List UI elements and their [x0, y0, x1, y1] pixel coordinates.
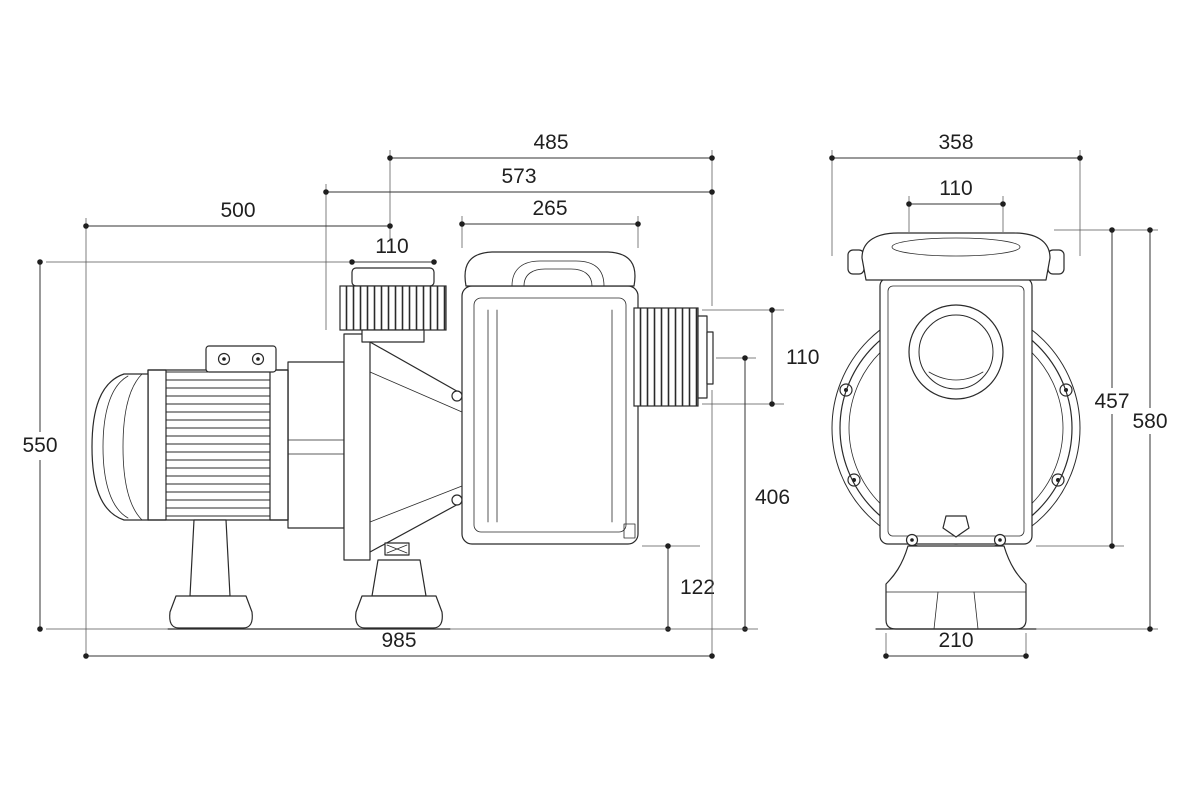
dim-110-outlet: 110: [702, 307, 819, 407]
dim-label-457: 457: [1094, 390, 1129, 413]
dim-label-580: 580: [1132, 410, 1167, 433]
dim-457: 457: [1036, 227, 1158, 549]
dim-label-210: 210: [938, 629, 973, 652]
discharge-union: [633, 307, 714, 407]
dim-265: 265: [459, 197, 641, 248]
dim-label-110-outlet: 110: [786, 346, 819, 369]
diffuser-cone: [369, 341, 463, 553]
dimensions-side: 485 573 500 265 110: [22, 131, 819, 659]
drain-clamp: [384, 542, 410, 556]
dim-580: 580: [1036, 227, 1168, 632]
dim-406: 406: [716, 355, 790, 632]
dim-label-110-top: 110: [375, 235, 408, 258]
motor-fins: [148, 370, 288, 520]
dim-label-406: 406: [755, 486, 790, 509]
dim-485: 485: [387, 131, 715, 306]
dim-210: 210: [883, 629, 1029, 659]
front-view: [831, 232, 1081, 630]
dim-label-110-port: 110: [939, 177, 972, 200]
dim-label-485: 485: [533, 131, 568, 154]
strainer-tank: [461, 285, 639, 545]
motor-end-cap: [91, 373, 149, 521]
dim-358: 358: [829, 131, 1083, 256]
top-union: [339, 267, 447, 343]
dim-110-port: 110: [906, 177, 1006, 232]
pump-foot: [355, 559, 443, 629]
drain-plug: [942, 515, 970, 538]
tank-lid: [464, 251, 636, 287]
pump-base: [885, 545, 1027, 630]
seal-plate: [343, 333, 371, 561]
dim-label-985: 985: [381, 629, 416, 652]
dimensions-front: 358 110 457 580 2: [829, 131, 1168, 659]
dim-label-500: 500: [220, 199, 255, 222]
dim-573: 573: [323, 165, 715, 330]
lid-front: [847, 232, 1065, 281]
tank-front: [879, 277, 1033, 545]
dim-110-top: 110: [349, 235, 437, 265]
dim-label-550: 550: [22, 434, 57, 457]
motor-foot: [169, 519, 253, 629]
dim-label-265: 265: [532, 197, 567, 220]
terminal-box: [205, 345, 277, 373]
side-view: [91, 251, 714, 630]
bearing-bracket: [287, 361, 345, 529]
dim-985: 985: [83, 390, 715, 659]
dim-label-573: 573: [501, 165, 536, 188]
dim-500: 500: [83, 199, 393, 656]
motor: [91, 345, 289, 521]
dim-label-358: 358: [938, 131, 973, 154]
inlet-port: [908, 304, 1004, 400]
dim-label-122: 122: [680, 576, 715, 599]
dim-550: 550: [22, 259, 350, 632]
tank-screws: [905, 533, 1007, 547]
dim-122: 122: [642, 543, 715, 632]
